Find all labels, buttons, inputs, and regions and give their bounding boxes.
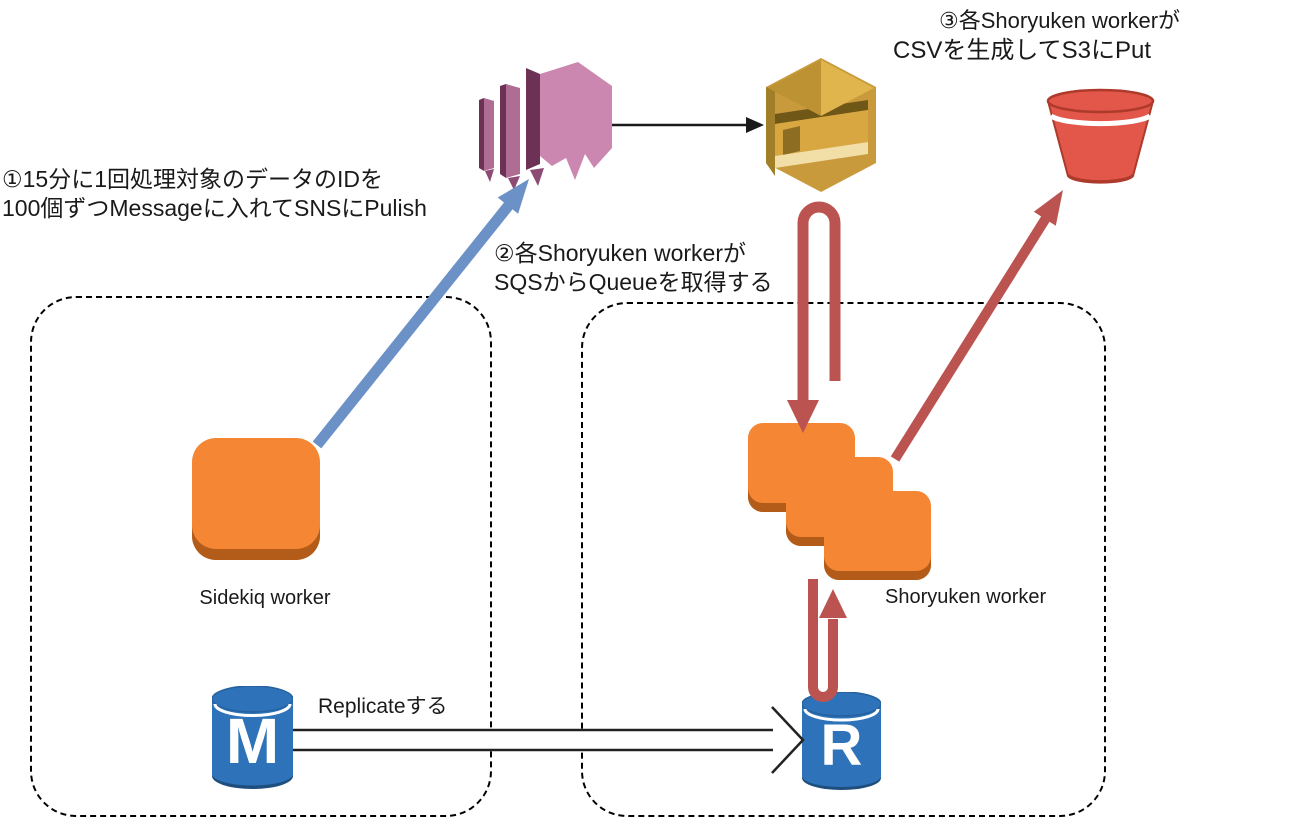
annotation-step1-line2: 100個ずつMessageに入れてSNSにPulish: [2, 195, 427, 221]
annotation-step3-line1: ③各Shoryuken workerが: [939, 8, 1181, 33]
annotation-step1: ①15分に1回処理対象のデータのIDを 100個ずつMessageに入れてSNS…: [2, 165, 427, 223]
sidekiq-worker-label: Sidekiq worker: [199, 587, 331, 609]
shoryuken-worker-icon-3: [824, 491, 931, 580]
replica-db-letter: R: [820, 712, 863, 778]
sidekiq-worker-icon: [192, 438, 320, 560]
replica-db-icon: R: [802, 692, 881, 791]
annotation-step1-line1: ①15分に1回処理対象のデータのIDを: [2, 166, 383, 192]
annotation-step2-line2: SQSからQueueを取得する: [494, 269, 773, 295]
annotation-step2-line1: ②各Shoryuken workerが: [494, 240, 746, 266]
sqs-icon: [763, 58, 880, 192]
master-db-icon: M: [212, 686, 293, 790]
replicate-label: Replicateする: [318, 695, 448, 718]
sns-to-sqs-arrow: [612, 117, 764, 133]
sidekiq-zone-box: [30, 296, 492, 817]
annotation-step2: ②各Shoryuken workerが SQSからQueueを取得する: [494, 239, 773, 297]
s3-bucket-icon: [1044, 86, 1157, 189]
sns-icon: [478, 58, 612, 192]
annotation-step3: ③各Shoryuken workerが CSVを生成してS3にPut: [893, 6, 1180, 66]
shoryuken-zone-box: [581, 302, 1106, 817]
shoryuken-worker-label: Shoryuken worker: [885, 586, 1047, 608]
master-db-letter: M: [225, 705, 280, 777]
annotation-step3-line2: CSVを生成してS3にPut: [893, 37, 1152, 64]
